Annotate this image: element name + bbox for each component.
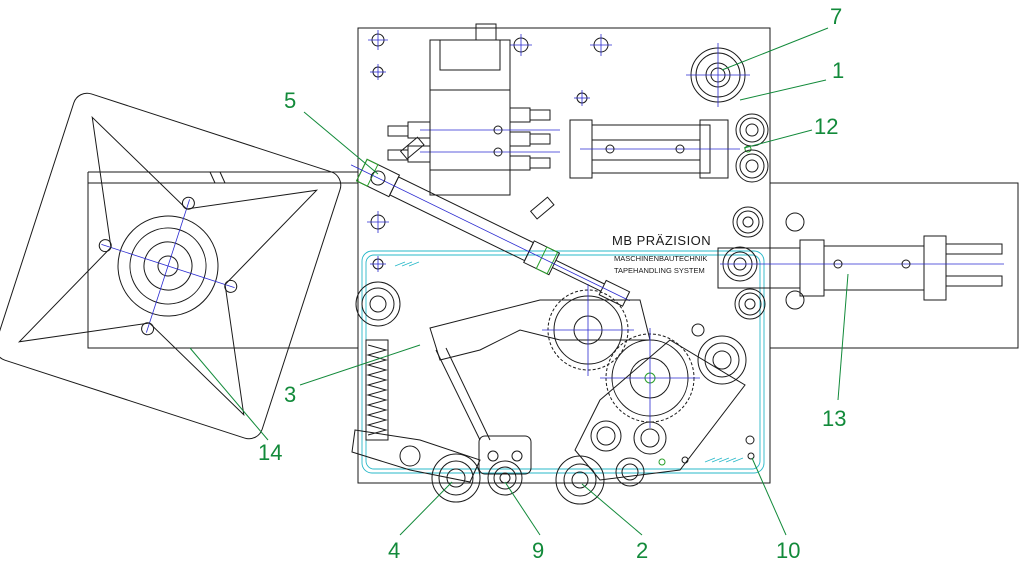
reel-14 xyxy=(0,92,342,440)
roller-right-mid xyxy=(697,335,747,385)
fitting-5b xyxy=(529,196,555,220)
gear-lower xyxy=(600,328,700,428)
gear-upper xyxy=(542,284,634,376)
roller-right-edge-2 xyxy=(785,290,805,310)
main-plate xyxy=(357,27,771,484)
mounting-holes xyxy=(367,30,755,466)
valve-block xyxy=(387,23,560,196)
brand-name: MB PRÄZISION xyxy=(612,233,711,248)
roller-lower-mid-3 xyxy=(615,457,645,487)
callout-10: 10 xyxy=(776,538,800,563)
roller-4 xyxy=(431,453,481,503)
roller-right-edge-1 xyxy=(785,212,805,232)
cylinder-5 xyxy=(350,158,631,307)
callout-5: 5 xyxy=(284,88,296,113)
roller-lower-mid-2 xyxy=(633,421,667,455)
roller-7 xyxy=(686,43,750,107)
callout-leaders xyxy=(189,27,849,536)
roller-lower-mid-1 xyxy=(590,420,622,452)
upper-roller-3 xyxy=(355,281,401,327)
spring-3 xyxy=(365,339,389,441)
cylinder-13 xyxy=(717,235,1004,301)
roller-mid-right-3 xyxy=(734,288,766,320)
fitting-5a xyxy=(399,136,425,160)
brand-line-2: TAPEHANDLING SYSTEM xyxy=(614,266,705,275)
roller-lower-left xyxy=(399,445,421,467)
callout-4: 4 xyxy=(388,538,400,563)
roller-mid-right-1 xyxy=(732,206,764,238)
callout-3: 3 xyxy=(284,382,296,407)
callout-9: 9 xyxy=(532,538,544,563)
callout-13: 13 xyxy=(822,406,846,431)
callout-12: 12 xyxy=(814,114,838,139)
callout-2: 2 xyxy=(636,538,648,563)
roller-upper-right-2 xyxy=(735,149,769,183)
callout-14: 14 xyxy=(258,440,282,465)
lever-arm xyxy=(351,299,651,483)
base-rail-right xyxy=(769,182,1019,349)
callout-7: 7 xyxy=(830,4,842,29)
roller-2 xyxy=(555,455,605,505)
roller-9 xyxy=(478,435,532,496)
lower-plate xyxy=(574,339,746,481)
brand-line-1: MASCHINENBAUTECHNIK xyxy=(614,254,707,263)
callout-1: 1 xyxy=(832,58,844,83)
hatch-marks xyxy=(394,261,744,463)
